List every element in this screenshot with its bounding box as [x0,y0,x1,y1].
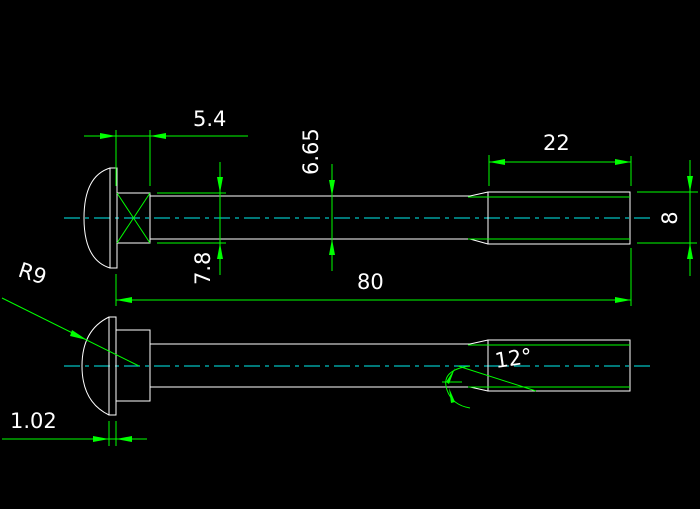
arrow-head [329,239,335,255]
bottom-view [64,316,650,416]
dim-text-overall-length: 80 [357,270,384,294]
dim-shank-diameter: 6.65 [299,128,335,271]
arrow-head [615,297,631,303]
arrow-head [489,159,505,165]
dim-head-thickness: 1.02 [2,409,147,446]
arrow-head [116,297,132,303]
arrow-head [217,243,223,259]
arrow-head [150,133,166,139]
dim-text-thread-diameter: 8 [658,211,682,224]
dim-text-shank-diameter: 6.65 [299,128,323,175]
top-view [64,167,650,269]
dim-thread-length: 22 [488,131,632,186]
arrow-head [446,368,455,384]
bottom-thread-section [487,339,631,392]
arrow-head [70,330,87,340]
dim-thread-diameter: 8 [637,160,698,276]
bottom-neck [115,329,151,402]
arrow-head [329,180,335,196]
dim-text-neck-width: 7.8 [191,252,215,285]
dim-head-radius: R9 [1,258,140,367]
bottom-head-flange [108,316,117,416]
dim-chamfer-angle: 12° [442,344,537,409]
arrow-head [687,243,693,259]
arrow-head [449,388,455,403]
dim-text-chamfer-angle: 12° [493,344,533,373]
dim-head-offset: 5.4 [84,107,248,186]
arrow-head [116,436,132,442]
dim-text-head-offset: 5.4 [193,107,226,131]
top-thread-section [487,191,631,245]
angle-leader [457,365,537,392]
bottom-head-dome [81,316,110,416]
bottom-taper-upper [469,339,489,345]
leader-line [1,297,140,367]
top-head-dome [83,167,111,269]
arrow-head [100,133,116,139]
arrow-head [93,436,109,442]
top-square-neck [116,192,151,244]
dim-text-head-radius: R9 [15,258,49,289]
top-taper-lower [469,238,489,245]
dim-neck-width: 7.8 [157,162,226,285]
top-taper-upper [469,191,489,197]
arrow-head [217,177,223,193]
arrow-head [687,176,693,192]
arrow-head [615,159,631,165]
dim-overall-length: 80 [115,248,632,306]
top-neck-cross-2 [116,192,151,244]
bottom-taper-lower [469,386,489,392]
angle-arc [445,365,471,409]
dim-text-head-thickness: 1.02 [10,409,57,433]
dim-text-thread-length: 22 [543,131,570,155]
